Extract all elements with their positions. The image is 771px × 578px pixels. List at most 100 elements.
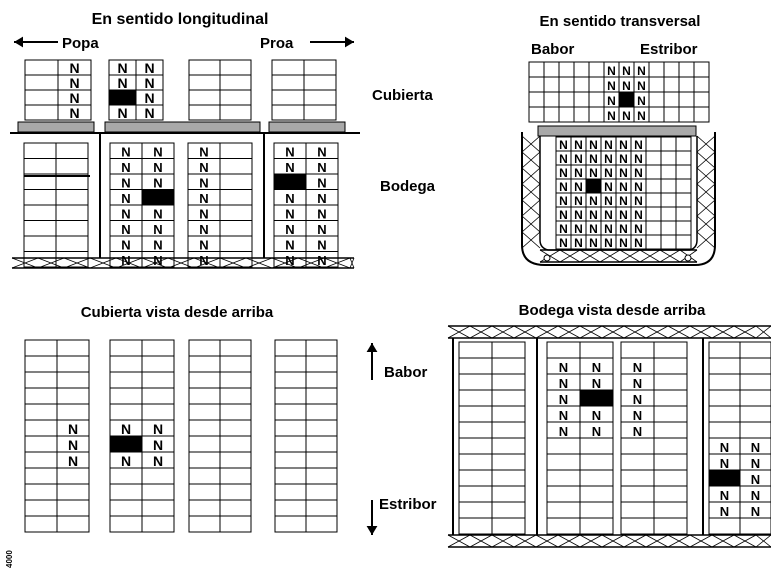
band-hatch: [645, 534, 669, 548]
n-marker: N: [144, 60, 154, 76]
band-hatch: [447, 325, 471, 339]
band-hatch: [513, 534, 537, 548]
n-marker: N: [559, 222, 568, 236]
container-slot: [573, 76, 590, 93]
container-slot: [188, 403, 221, 421]
container-slot: [109, 339, 143, 357]
n-marker: N: [153, 207, 162, 222]
container-slot: [579, 501, 614, 519]
n-marker: N: [637, 64, 646, 78]
container-slot: [141, 515, 175, 533]
container-slot: [219, 235, 253, 252]
container-slot: [23, 142, 57, 159]
band-hatch: [535, 534, 559, 548]
container-slot: [653, 437, 688, 455]
n-marker: N: [199, 207, 208, 222]
n-marker: N: [607, 109, 616, 123]
container-slot: [458, 517, 493, 535]
band-hatch: [733, 325, 757, 339]
n-marker: N: [153, 253, 162, 268]
n-marker: N: [574, 194, 583, 208]
container-slot: [274, 515, 307, 533]
container-slot: [274, 387, 307, 405]
n-marker: N: [637, 109, 646, 123]
n-marker: N: [117, 60, 127, 76]
n-marker: N: [121, 145, 130, 160]
container-slot: [491, 421, 526, 439]
container-slot: [645, 234, 662, 250]
n-marker: N: [153, 176, 162, 191]
container-slot: [219, 499, 252, 517]
container-slot: [219, 59, 252, 76]
container-slot: [219, 89, 252, 106]
n-marker: N: [574, 166, 583, 180]
container-slot: [219, 220, 253, 237]
band-hatch: [639, 249, 661, 263]
container-slot: [141, 339, 175, 357]
container-slot: [24, 339, 58, 357]
n-marker: N: [121, 253, 130, 268]
container-slot: [653, 389, 688, 407]
band-hatch: [623, 534, 647, 548]
n-marker: N: [592, 424, 601, 439]
container-slot: [543, 106, 560, 123]
n-marker: N: [68, 421, 78, 437]
n-marker: N: [144, 90, 154, 106]
container-slot: [219, 251, 253, 268]
container-slot: [653, 469, 688, 487]
band-hatch: [271, 257, 299, 269]
n-marker: N: [121, 222, 130, 237]
band-hatch: [557, 534, 581, 548]
arrowhead: [14, 36, 23, 48]
container-slot: [271, 104, 305, 121]
band-hatch: [689, 534, 713, 548]
n-marker: N: [153, 160, 162, 175]
container-slot: [274, 355, 307, 373]
container-slot: [693, 91, 710, 108]
container-slot: [141, 467, 175, 485]
container-slot: [56, 355, 90, 373]
n-marker: N: [622, 64, 631, 78]
container-slot: [219, 467, 252, 485]
n-marker: N: [559, 138, 568, 152]
n-marker: N: [69, 75, 79, 91]
n-marker: N: [559, 360, 568, 375]
arrow-babor: [366, 343, 378, 380]
band-hatch: [535, 325, 559, 339]
n-marker: N: [634, 166, 643, 180]
n-marker: N: [153, 437, 163, 453]
container-slot: [141, 371, 175, 389]
band-hatch: [469, 534, 493, 548]
container-slot: [274, 451, 307, 469]
band-hatch: [711, 534, 735, 548]
title-longitudinal: En sentido longitudinal: [92, 11, 269, 28]
n-marker: N: [720, 440, 729, 455]
n-marker: N: [622, 79, 631, 93]
n-marker: N: [559, 236, 568, 250]
container-slot: [109, 371, 143, 389]
n-marker: N: [619, 152, 628, 166]
n-marker: N: [634, 194, 643, 208]
container-slot: [491, 405, 526, 423]
container-slot: [660, 178, 677, 194]
container-slot: [678, 61, 695, 78]
bilge-circle-right: [684, 254, 692, 262]
container-slot: [188, 467, 221, 485]
container-slot: [23, 158, 57, 175]
container-slot: [739, 421, 771, 439]
n-marker: N: [559, 194, 568, 208]
hull-hatch: [696, 151, 716, 169]
container-slot: [219, 339, 252, 357]
container-slot: [660, 150, 677, 166]
band-hatch: [601, 325, 625, 339]
container-slot: [141, 499, 175, 517]
container-slot: [620, 485, 655, 503]
container-slot: [305, 515, 338, 533]
container-slot: [56, 387, 90, 405]
container-slot: [219, 403, 252, 421]
container-slot: [305, 435, 338, 453]
container-slot: [56, 467, 90, 485]
